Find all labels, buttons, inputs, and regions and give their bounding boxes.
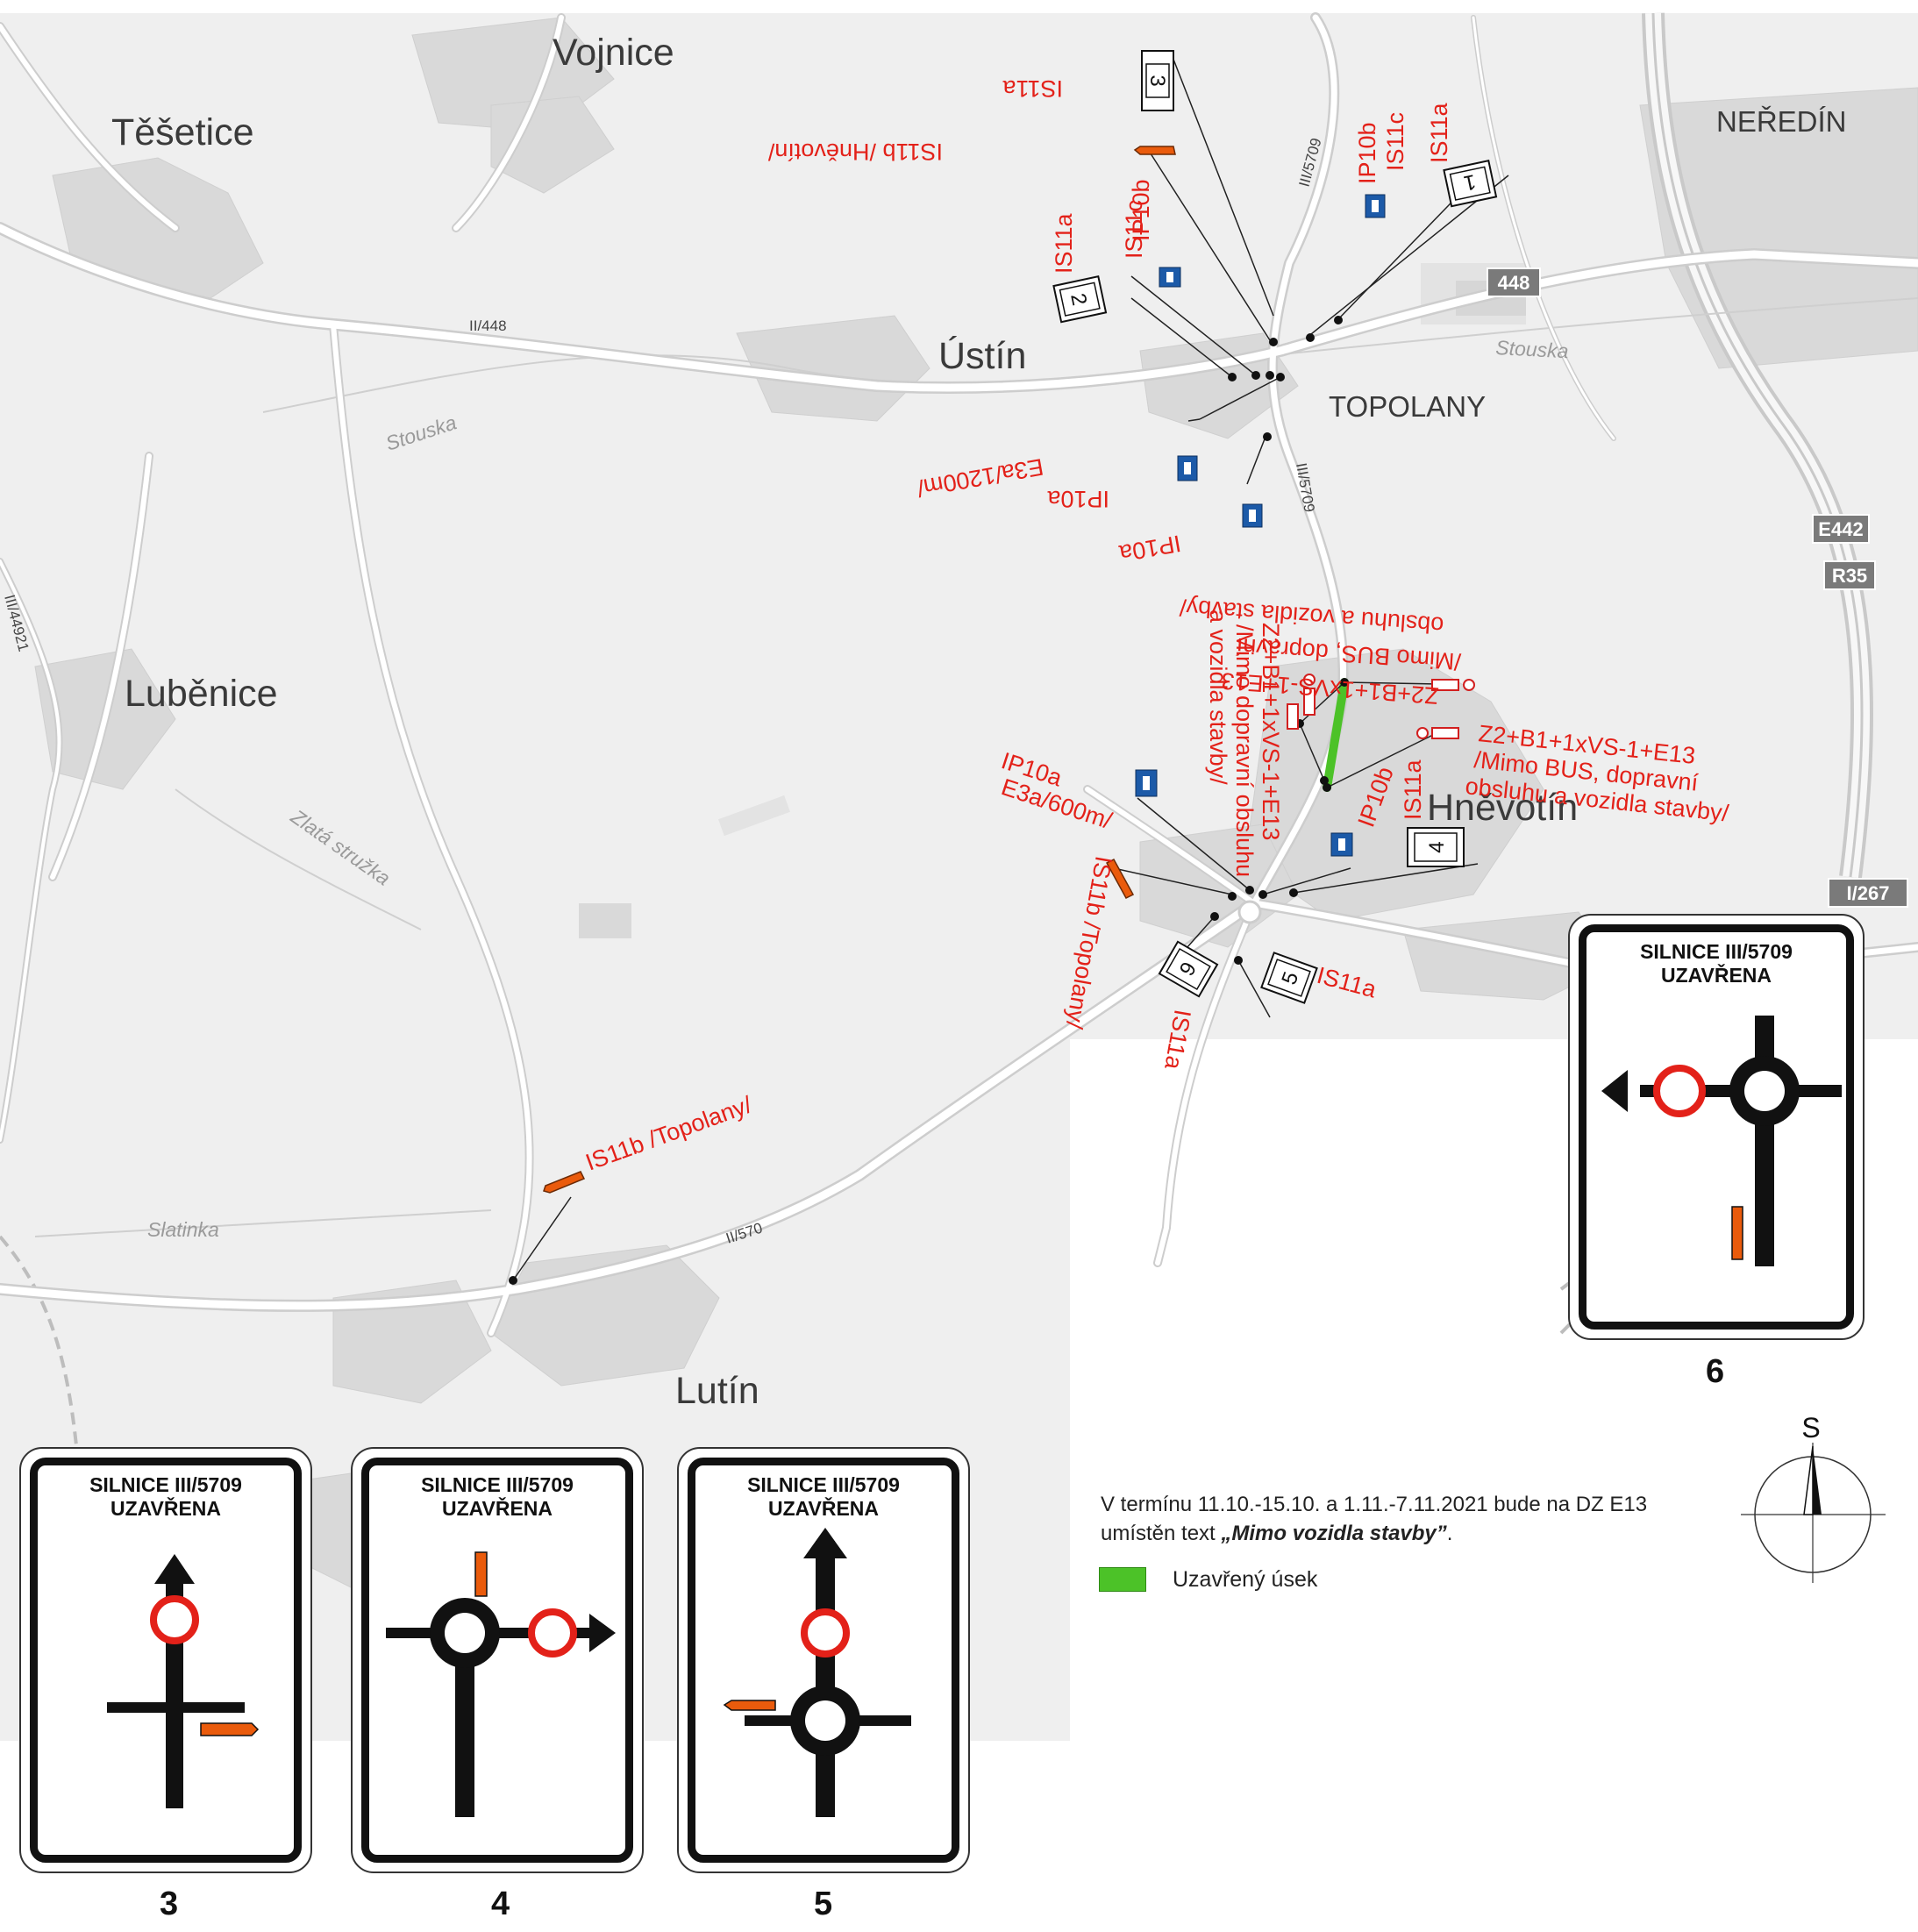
panel-4-number: 4 xyxy=(491,1886,510,1922)
map-background xyxy=(0,13,1918,1039)
north-arrow-icon: S xyxy=(1741,1412,1886,1583)
map-sign-1: 1 xyxy=(1443,160,1498,208)
shield-e442: E442 xyxy=(1812,514,1870,544)
no-entry-sign-icon xyxy=(150,1595,199,1644)
map-sign-2: 2 xyxy=(1052,275,1108,324)
annot-ip10a-1: IP10a xyxy=(1046,486,1109,512)
svg-text:3: 3 xyxy=(1145,75,1169,86)
panel-6-diagram xyxy=(1601,1016,1842,1266)
place-topolany: TOPOLANY xyxy=(1329,390,1486,423)
shield-267: I/267 xyxy=(1828,878,1908,908)
annot-ip10b-2: IP10b xyxy=(1128,179,1154,241)
legend-note: V termínu 11.10.-15.10. a 1.11.-7.11.202… xyxy=(1101,1493,1648,1545)
water-label-stouska-e: Stouska xyxy=(1495,336,1569,362)
svg-text:E442: E442 xyxy=(1818,518,1863,540)
annot-is11c-1: IS11c xyxy=(1382,112,1408,171)
shield-r35: R35 xyxy=(1823,560,1876,590)
place-lubenice: Luběnice xyxy=(125,673,278,715)
annot-is11c-2: IS11c xyxy=(1121,200,1147,259)
panel-4-diagram xyxy=(386,1551,616,1817)
svg-text:2: 2 xyxy=(1066,291,1091,308)
roundabout xyxy=(1237,900,1262,924)
svg-text:4: 4 xyxy=(1425,841,1449,852)
orange-arrow-icon xyxy=(543,146,1176,1194)
map-sign-6: 6 xyxy=(1158,940,1219,998)
place-hnevotin: Hněvotín xyxy=(1427,787,1578,829)
panel-5-number: 5 xyxy=(814,1886,833,1922)
annot-is11a-2: IS11a xyxy=(1051,212,1077,274)
svg-text:I/267: I/267 xyxy=(1847,882,1890,904)
no-entry-sign-icon xyxy=(1653,1065,1706,1117)
svg-text:1: 1 xyxy=(1462,169,1479,195)
annot-z2-line2: /Mimo dopravní obsluhu xyxy=(1231,624,1258,877)
leader-dots xyxy=(509,316,1349,1285)
closed-section xyxy=(1323,678,1349,792)
annot-z2-line1: Z2+B1+1xVS-1+E13 xyxy=(1258,623,1284,840)
place-vojnice: Vojnice xyxy=(553,32,674,74)
annot-is11a-4: IS11a xyxy=(1400,759,1426,820)
map-sign-5: 5 xyxy=(1260,952,1318,1004)
panel-3-diagram xyxy=(107,1554,260,1808)
svg-text:R35: R35 xyxy=(1832,565,1867,587)
barrier-sign-icon xyxy=(1287,674,1475,739)
shield-448: 448 xyxy=(1487,267,1541,297)
place-neredin: NEŘEDÍN xyxy=(1716,105,1847,138)
water-label-slatinka: Slatinka xyxy=(147,1218,219,1241)
annot-z2-line3: a vozidla stavby/ xyxy=(1205,610,1231,785)
map-sign-3: 3 xyxy=(1141,50,1174,111)
orange-arrow-icon xyxy=(723,1700,776,1711)
orange-arrow-icon xyxy=(474,1551,488,1597)
highway-r35 xyxy=(1642,12,1873,879)
legend-closed-label: Uzavřený úsek xyxy=(1173,1566,1318,1592)
svg-text:448: 448 xyxy=(1498,272,1530,294)
place-ustin: Ústín xyxy=(938,335,1026,377)
annot-is11b-hnevotin: IS11b /Hněvotín/ xyxy=(767,139,943,165)
legend-swatch-closed xyxy=(1099,1567,1146,1592)
orange-arrow-icon xyxy=(1731,1206,1743,1260)
annot-ip10b-1: IP10b xyxy=(1354,122,1380,184)
orange-arrow-icon xyxy=(200,1722,260,1736)
panel-5-diagram xyxy=(723,1528,911,1817)
panel-3-number: 3 xyxy=(160,1886,179,1922)
no-entry-sign-icon xyxy=(801,1608,850,1658)
no-entry-sign-icon xyxy=(528,1608,577,1658)
annot-is11a-1: IS11a xyxy=(1426,102,1452,163)
north-label: S xyxy=(1801,1412,1820,1444)
place-tesetice: Těšetice xyxy=(111,111,254,153)
map-sign-4: 4 xyxy=(1407,827,1465,867)
panel-6-number: 6 xyxy=(1706,1353,1725,1390)
road-label-ii448: II/448 xyxy=(469,317,507,334)
legend-closed-section: Uzavřený úsek xyxy=(1099,1565,1317,1593)
annot-is11a-top: IS11a xyxy=(1002,75,1063,102)
blue-sign-marks xyxy=(1143,200,1379,851)
place-lutin: Lutín xyxy=(675,1370,759,1412)
